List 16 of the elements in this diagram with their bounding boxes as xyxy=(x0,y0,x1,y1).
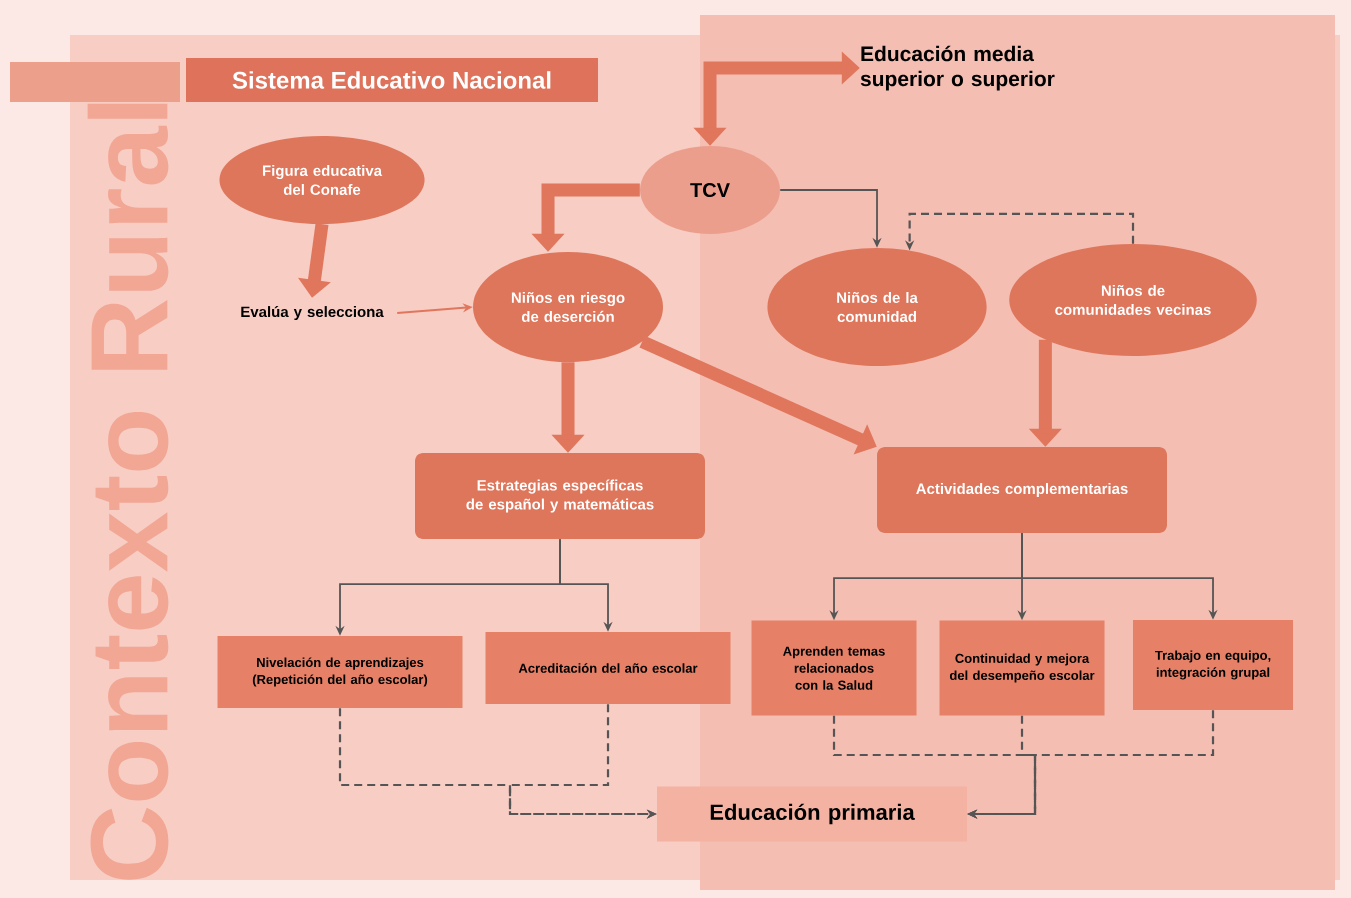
oval-node: Niños de comunidades vecinas xyxy=(1009,244,1257,356)
process-box: Nivelación de aprendizajes (Repetición del año escolar) xyxy=(217,636,463,708)
node-text: Educación media superior o superior xyxy=(860,45,1055,91)
oval-node: Niños en riesgo de deserción xyxy=(473,252,663,362)
process-box: Aprenden temas relacionados con la Salud xyxy=(751,620,917,716)
process-box: Trabajo en equipo, integración grupal xyxy=(1133,620,1293,710)
oval-node: TCV xyxy=(640,146,780,234)
title-banner: Sistema Educativo Nacional xyxy=(10,58,598,102)
process-box: Estrategias específicas de español y matemáticas xyxy=(415,453,705,539)
process-box: Acreditación del año escolar xyxy=(485,632,731,704)
result-box: Educación primaria xyxy=(657,786,967,842)
process-box: Actividades complementarias xyxy=(877,447,1167,533)
oval-node: Niños de la comunidad xyxy=(767,248,987,366)
node-text: Evalúa y selecciona xyxy=(241,305,384,321)
process-box: Continuidad y mejora del desempeño escolar xyxy=(939,620,1105,716)
oval-node: Figura educativa del Conafe xyxy=(219,136,425,224)
